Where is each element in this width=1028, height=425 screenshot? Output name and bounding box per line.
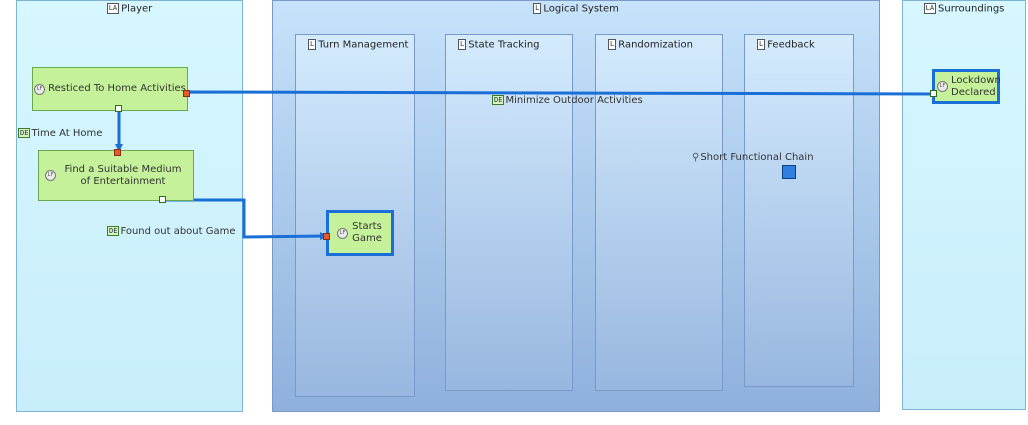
- in-port-find-medium[interactable]: [159, 196, 166, 203]
- functional-exchange-icon: DE: [492, 95, 505, 105]
- function-icon: LF: [34, 83, 46, 95]
- lane-state-tracking-label: State Tracking: [468, 39, 540, 51]
- function-starts-game-label: Starts Game: [352, 221, 382, 244]
- exchange-time-at-home-text: Time At Home: [31, 128, 103, 139]
- actor-player-label: Player: [121, 3, 153, 15]
- logical-actor-icon: LA: [106, 3, 120, 14]
- actor-surroundings-label: Surroundings: [938, 3, 1005, 15]
- logical-component-icon: L: [608, 39, 617, 50]
- function-icon: LF: [937, 81, 948, 92]
- chain-link-icon: ⚲: [692, 152, 700, 163]
- function-restricted-label: Resticed To Home Activities: [48, 83, 186, 94]
- exchange-minimize-text: Minimize Outdoor Activities: [505, 95, 643, 106]
- function-icon: LF: [337, 227, 348, 239]
- function-lockdown-label: Lockdown Declared: [951, 74, 1001, 98]
- exchange-found-out-text: Found out about Game: [120, 226, 236, 237]
- functional-chain-label[interactable]: ⚲Short Functional Chain: [692, 152, 814, 163]
- out-port-restricted[interactable]: [183, 90, 190, 97]
- functional-chain-text: Short Functional Chain: [700, 152, 814, 163]
- lane-feedback-label: Feedback: [767, 39, 815, 51]
- logical-component-icon: L: [458, 39, 467, 50]
- out-port-find-medium[interactable]: [114, 149, 121, 156]
- logical-component-icon: L: [308, 39, 317, 50]
- lane-randomization-label: Randomization: [618, 39, 693, 51]
- in-port-lockdown[interactable]: [930, 90, 937, 97]
- function-find-medium[interactable]: LF Find a Suitable Medium of Entertainmen…: [38, 150, 194, 201]
- functional-exchange-icon: DE: [18, 128, 31, 138]
- in-port-time-at-home[interactable]: [115, 105, 122, 112]
- lane-turn-management-label: Turn Management: [318, 39, 409, 51]
- logical-component-icon: L: [533, 3, 542, 14]
- functional-chain-marker[interactable]: [782, 165, 796, 179]
- out-port-starts-game[interactable]: [323, 233, 330, 240]
- function-starts-game[interactable]: LF Starts Game: [326, 210, 394, 256]
- logical-component-icon: L: [757, 39, 766, 50]
- functional-exchange-icon: DE: [107, 226, 120, 236]
- logical-system-label: Logical System: [543, 3, 619, 15]
- function-icon: LF: [45, 170, 56, 181]
- function-find-medium-label: Find a Suitable Medium of Entertainment: [64, 163, 182, 187]
- logical-actor-icon: LA: [923, 3, 937, 14]
